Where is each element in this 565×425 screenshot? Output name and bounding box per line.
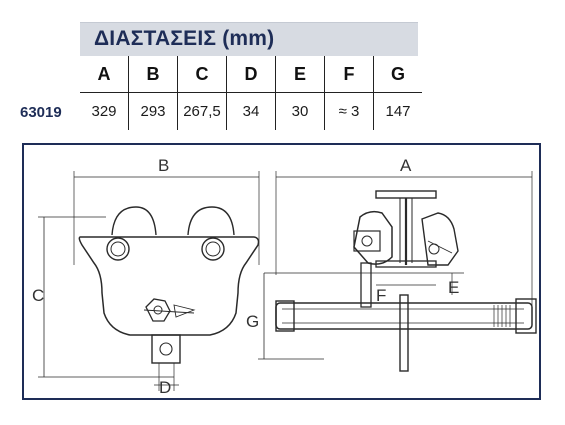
value-cell-f: ≈ 3 xyxy=(324,92,374,130)
table-header-row: A B C D E F G xyxy=(80,56,422,93)
value-cell-c: 267,5 xyxy=(177,92,227,130)
value-cell-e: 30 xyxy=(275,92,325,130)
table-title: ΔΙΑΣΤΑΣΕΙΣ (mm) xyxy=(94,27,275,50)
label-b: B xyxy=(158,156,169,175)
trolley-side-view xyxy=(258,171,537,372)
trolley-front-view xyxy=(38,171,260,391)
header-cell-f: F xyxy=(324,56,374,93)
label-g: G xyxy=(246,312,259,331)
technical-drawing-frame: B C D A E F G xyxy=(22,143,541,400)
value-cell-b: 293 xyxy=(128,92,178,130)
dimensions-table: A B C D E F G 329 293 267,5 34 30 ≈ 3 14… xyxy=(80,56,422,130)
table-row: 329 293 267,5 34 30 ≈ 3 147 xyxy=(80,92,422,130)
label-f: F xyxy=(376,286,386,305)
header-cell-e: E xyxy=(275,56,325,93)
header-cell-b: B xyxy=(128,56,178,93)
label-c: C xyxy=(32,286,44,305)
header-cell-c: C xyxy=(177,56,227,93)
value-cell-g: 147 xyxy=(385,103,411,120)
label-d: D xyxy=(159,378,171,397)
model-code: 63019 xyxy=(20,104,62,121)
technical-drawing: B C D A E F G xyxy=(32,156,537,397)
header-cell-d: D xyxy=(226,56,276,93)
label-a: A xyxy=(400,156,412,175)
value-cell-d: 34 xyxy=(226,92,276,130)
label-e: E xyxy=(448,278,459,297)
header-cell-g: G xyxy=(373,56,422,93)
value-cell-a: 329 xyxy=(80,92,129,130)
header-cell-a: A xyxy=(80,56,129,93)
title-bar: ΔΙΑΣΤΑΣΕΙΣ (mm) xyxy=(80,22,418,56)
